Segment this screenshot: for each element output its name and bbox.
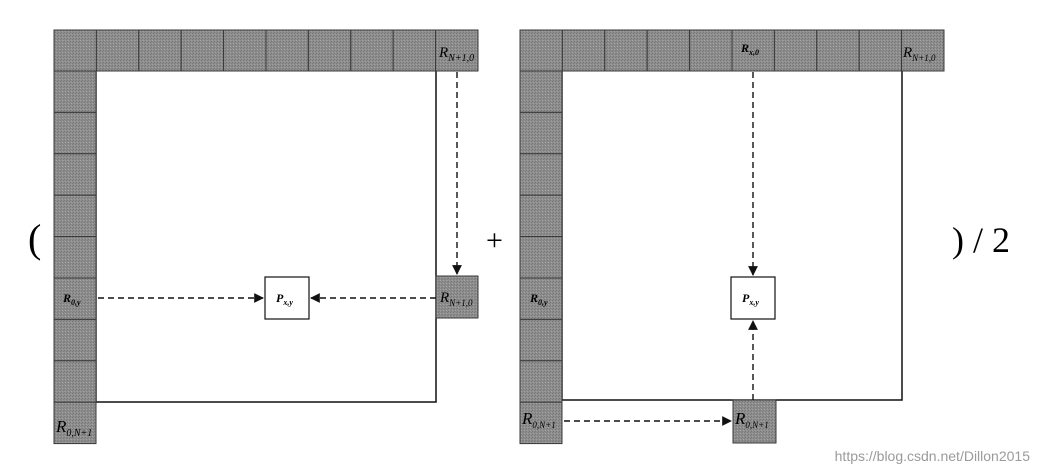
left-left-col-cell-5 [53, 277, 97, 320]
right-left-ref-label: R0,y [529, 291, 548, 307]
right-domain-box [561, 69, 903, 401]
left-top-row-cell-4 [223, 29, 267, 72]
left-bottom-left-ref-label: R0,N+1 [55, 417, 92, 439]
right-left-col-cell-2 [519, 153, 563, 196]
right-bottom-reference-cell [732, 399, 777, 444]
right-top-row-cell-9 [901, 29, 945, 72]
right-left-col-cell-8 [519, 401, 563, 445]
right-top-row-cell-1 [561, 29, 606, 72]
left-top-row-cell-9 [435, 29, 479, 72]
left-left-reference-column [53, 70, 97, 445]
right-bottom-ref-label: R0,N+1 [734, 409, 769, 430]
left-top-row-cell-6 [307, 29, 352, 72]
right-top-row-cell-6 [773, 29, 818, 72]
right-top-row-cell-0 [519, 29, 563, 72]
left-top-right-ref-label: RN+1,0 [438, 45, 474, 64]
left-left-col-cell-1 [53, 111, 97, 155]
right-target-pixel [730, 276, 776, 320]
right-top-right-ref-label: RN+1,0 [902, 45, 936, 63]
left-left-col-cell-0 [53, 70, 97, 113]
left-top-row-cell-0 [53, 29, 97, 72]
left-top-row-cell-8 [392, 29, 437, 72]
left-top-row-cell-1 [95, 29, 140, 72]
right-left-col-cell-5 [519, 277, 563, 320]
left-target-pixel [264, 276, 310, 320]
left-left-ref-label: R0,y [62, 291, 81, 307]
right-left-col-cell-0 [519, 70, 563, 113]
left-top-reference-row [53, 29, 479, 72]
watermark-text: https://blog.csdn.net/Dillon2015 [835, 448, 1031, 464]
right-top-row-cell-8 [858, 29, 903, 72]
close-paren-divide: ) / 2 [952, 220, 1010, 260]
right-left-col-cell-6 [519, 318, 563, 362]
left-domain-box [95, 69, 437, 403]
right-left-col-cell-7 [519, 360, 563, 403]
left-right-reference-cell [435, 275, 479, 319]
right-left-reference-column [519, 70, 563, 445]
plus-sign: + [486, 224, 503, 257]
left-left-col-cell-8 [53, 401, 97, 445]
right-top-row-cell-7 [816, 29, 860, 72]
left-left-col-cell-3 [53, 194, 97, 238]
left-diagram: RN+1,0 R0,y R0,N+1 RN+1,0 Px,y [53, 29, 479, 445]
left-left-col-cell-7 [53, 360, 97, 403]
left-left-col-cell-2 [53, 153, 97, 196]
right-top-ref-label: Rx,0 [740, 41, 759, 57]
right-top-row-cell-4 [689, 29, 733, 72]
right-top-row-cell-5 [731, 29, 775, 72]
right-top-row-cell-2 [604, 29, 648, 72]
left-top-row-cell-2 [138, 29, 182, 72]
right-target-label: Px,y [742, 291, 759, 307]
right-left-col-cell-3 [519, 194, 563, 238]
right-top-row-cell-3 [646, 29, 691, 72]
open-paren: ( [28, 216, 41, 261]
left-top-row-cell-5 [265, 29, 309, 72]
right-left-col-cell-1 [519, 111, 563, 155]
right-left-col-cell-4 [519, 236, 563, 279]
left-right-ref-label: RN+1,0 [439, 290, 473, 308]
right-diagram: Rx,0 RN+1,0 R0,y R0,N+1 R0,N+1 Px,y [519, 29, 945, 445]
left-top-row-cell-7 [350, 29, 394, 72]
left-left-col-cell-4 [53, 236, 97, 279]
left-target-label: Px,y [276, 291, 293, 307]
right-top-reference-row [519, 29, 945, 72]
left-top-row-cell-3 [180, 29, 225, 72]
left-left-col-cell-6 [53, 318, 97, 362]
right-bottom-left-ref-label: R0,N+1 [521, 409, 556, 430]
